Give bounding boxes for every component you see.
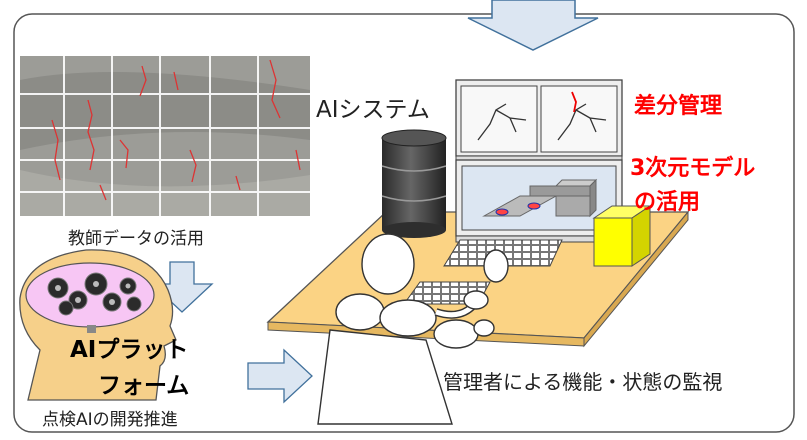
monitor-icon [455, 79, 623, 165]
crack-photo [20, 56, 310, 216]
difference-management-label: 差分管理 [634, 94, 723, 119]
down-arrow-icon [150, 261, 214, 313]
ai-platform-label-line2: フォーム [98, 373, 190, 399]
outer-frame [13, 13, 795, 433]
robot-figure-icon [317, 233, 509, 425]
inspection-ai-dev-label: 点検AIの開発推進 [42, 410, 178, 430]
ai-system-label: AIシステム [316, 97, 430, 123]
right-arrow-icon [247, 348, 313, 404]
ai-platform-label-line1: AIプラット [70, 337, 189, 363]
gears-brain-icon [19, 249, 177, 401]
server-barrel-icon [381, 129, 447, 238]
down-arrow-icon [467, 0, 599, 51]
monitoring-label: 管理者による機能・状態の監視 [443, 370, 723, 394]
teacher-data-label: 教師データの活用 [68, 229, 204, 249]
model-use-label-line1: 3次元モデル [630, 156, 756, 181]
model-use-label-line2: の活用 [634, 190, 701, 215]
yellow-box [592, 205, 652, 267]
